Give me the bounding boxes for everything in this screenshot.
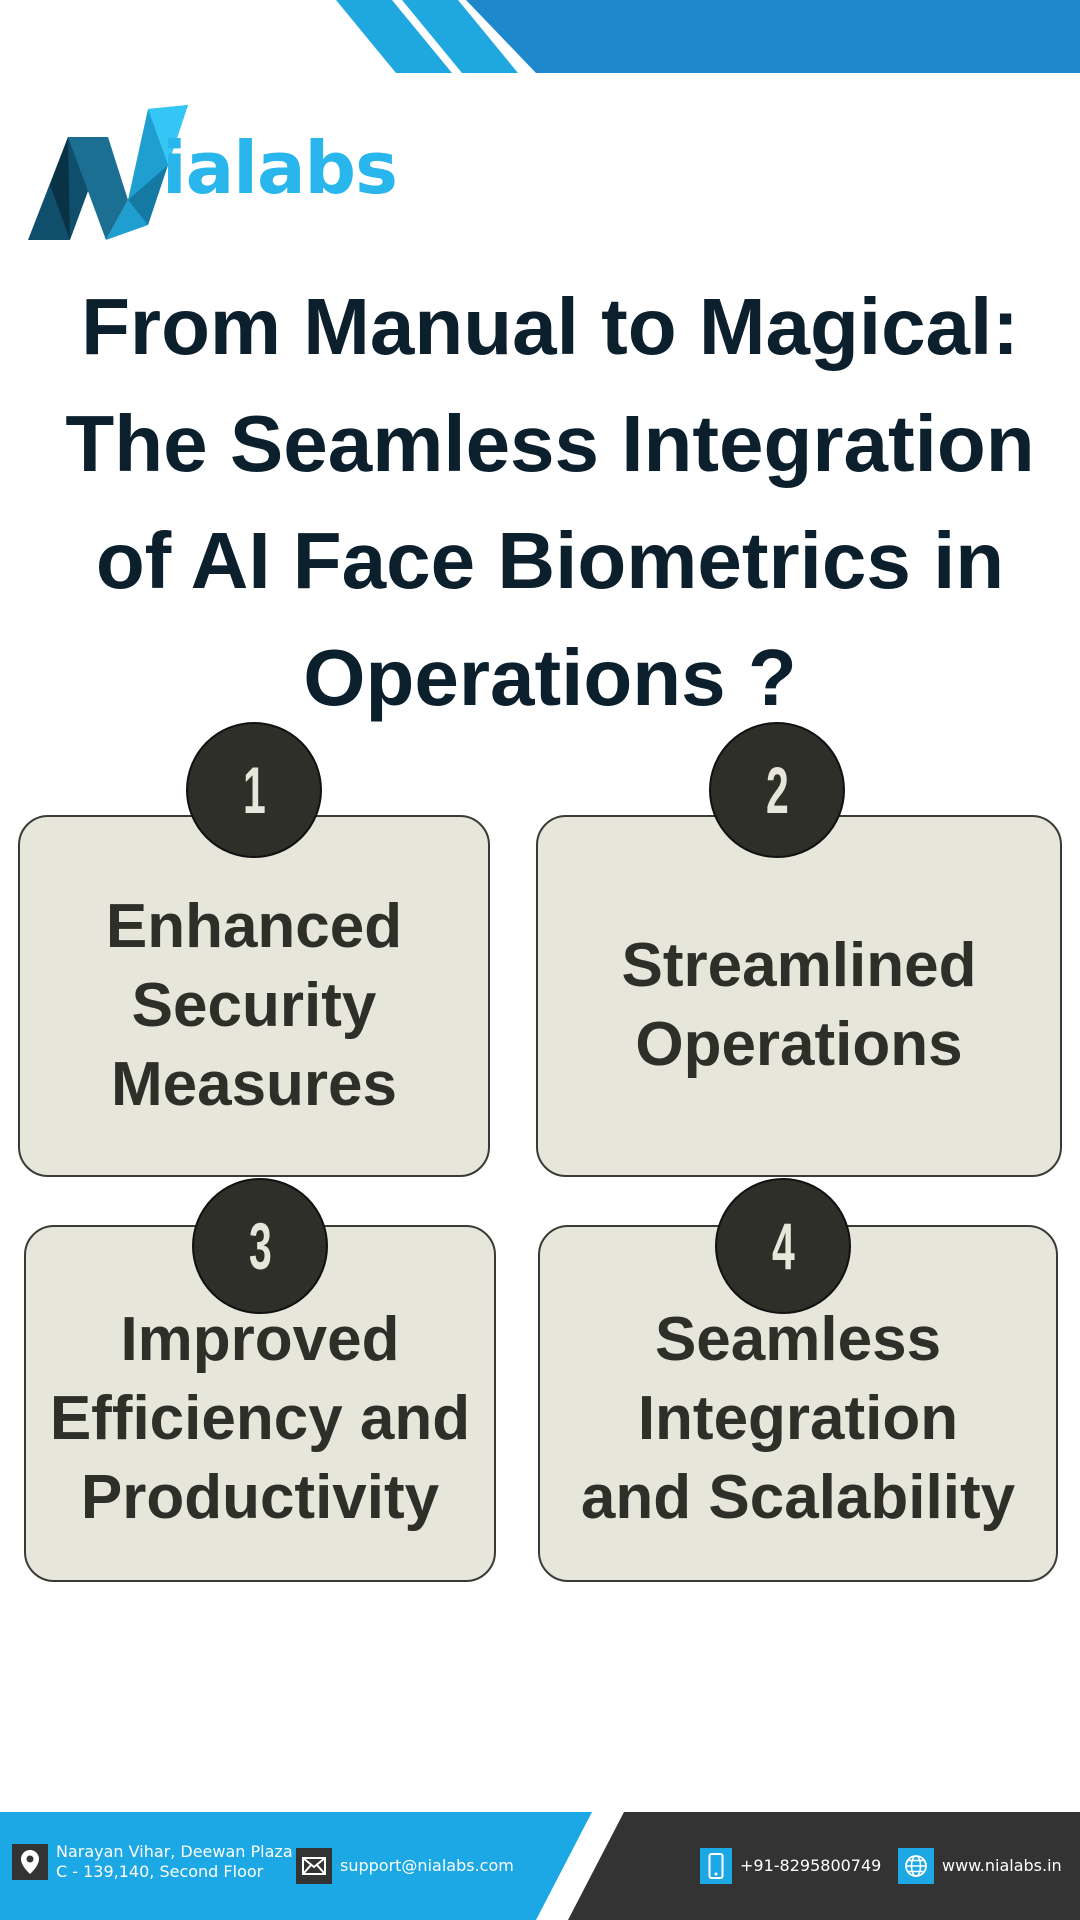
feature-badge-4: 4	[715, 1178, 851, 1314]
mail-icon	[296, 1848, 332, 1884]
top-banner	[336, 0, 1080, 73]
footer-email[interactable]: support@nialabs.com	[296, 1848, 514, 1884]
feature-card-2-text: Streamlined Operations	[621, 931, 977, 1079]
address-line-2: C - 139,140, Second Floor	[56, 1862, 264, 1881]
website-link[interactable]: www.nialabs.in	[942, 1856, 1062, 1875]
email-link[interactable]: support@nialabs.com	[340, 1856, 514, 1875]
logo-icon	[28, 105, 188, 240]
phone-icon	[700, 1848, 732, 1884]
phone-number[interactable]: +91-8295800749	[740, 1856, 882, 1875]
feature-card-2: Streamlined Operations	[536, 815, 1062, 1177]
feature-badge-1: 1	[186, 722, 322, 858]
page-title: From Manual to Magical: The Seamless Int…	[65, 282, 1035, 722]
logo-wordmark: ialabs	[162, 126, 398, 210]
footer-background	[0, 1812, 1080, 1920]
feature-badge-2: 2	[709, 722, 845, 858]
feature-card-3-text: Improved Efficiency and Productivity	[49, 1305, 471, 1532]
feature-card-4-text: Seamless Integration and Scalability	[580, 1305, 1016, 1532]
footer-address: Narayan Vihar, Deewan Plaza C - 139,140,…	[12, 1842, 293, 1882]
feature-card-1-text: Enhanced Security Measures	[105, 891, 403, 1119]
footer-phone[interactable]: +91-8295800749	[700, 1848, 881, 1884]
feature-card-1: Enhanced Security Measures	[18, 815, 490, 1177]
globe-icon	[898, 1848, 934, 1884]
location-pin-icon	[12, 1844, 48, 1880]
feature-card-3: Improved Efficiency and Productivity	[24, 1225, 496, 1582]
footer: Narayan Vihar, Deewan Plaza C - 139,140,…	[0, 1812, 1080, 1920]
footer-website[interactable]: www.nialabs.in	[898, 1848, 1062, 1884]
address-line-1: Narayan Vihar, Deewan Plaza	[56, 1842, 293, 1861]
feature-badge-3: 3	[192, 1178, 328, 1314]
